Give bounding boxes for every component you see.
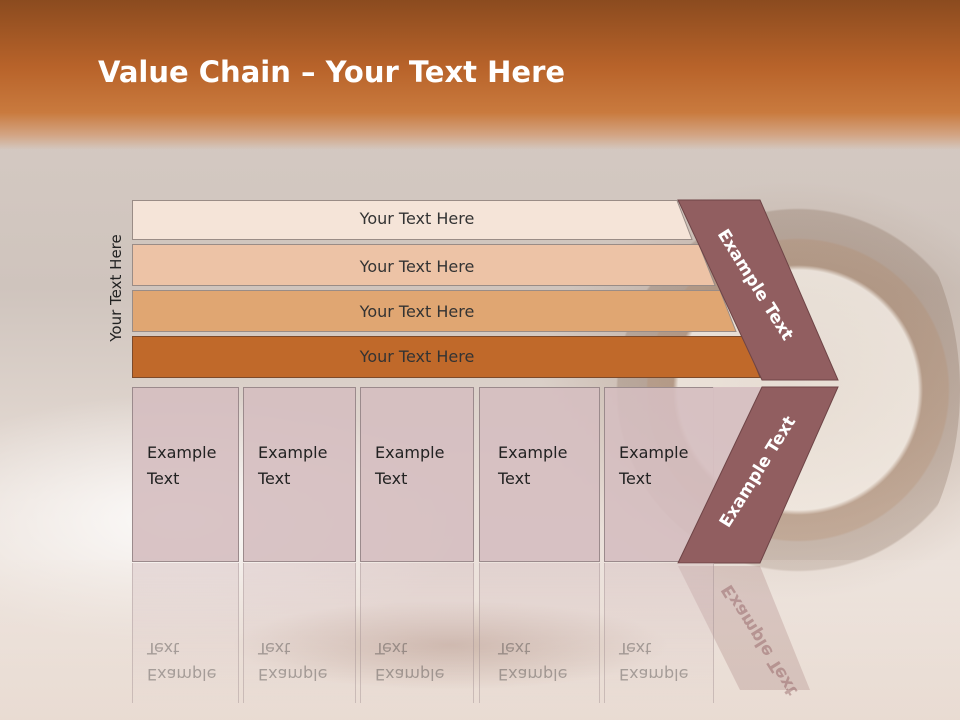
column-1-reflection: Example Text [132, 563, 239, 703]
bar-4-label: Your Text Here [359, 347, 475, 366]
column-2-reflection: Example Text [243, 563, 356, 703]
column-4-line1: Example [498, 443, 568, 462]
chevron-reflection [678, 566, 810, 690]
bar-3-label: Your Text Here [359, 302, 475, 321]
column-5-reflection-line1: Example [619, 665, 689, 684]
bar-2: Your Text Here [132, 244, 722, 286]
column-1-line1: Example [147, 443, 217, 462]
column-3-reflection-line1: Example [375, 665, 445, 684]
column-4-reflection-line1: Example [498, 665, 568, 684]
column-1-line2: Text [147, 469, 180, 488]
bar-4-shape [132, 336, 761, 378]
bar-1-label: Your Text Here [359, 209, 475, 228]
column-4-reflection: Example Text [479, 563, 600, 703]
column-3-reflection: Example Text [360, 563, 474, 703]
column-5-reflection: Example Text [604, 563, 714, 703]
column-3-line2: Text [375, 469, 408, 488]
column-2-line1: Example [258, 443, 328, 462]
column-2-reflection-line1: Example [258, 665, 328, 684]
column-5-line2: Text [619, 469, 652, 488]
background-shadow [230, 600, 670, 690]
column-2-reflection-text: Example Text [258, 635, 348, 687]
column-4-reflection-text: Example Text [498, 635, 588, 687]
column-2-reflection-line2: Text [258, 639, 291, 658]
column-2-line2: Text [258, 469, 291, 488]
bar-2-label: Your Text Here [359, 257, 475, 276]
column-5-line1: Example [619, 443, 689, 462]
column-4-reflection-line2: Text [498, 639, 531, 658]
title-bar [0, 0, 960, 150]
bar-3: Your Text Here [132, 290, 742, 332]
column-1-reflection-line2: Text [147, 639, 180, 658]
bar-4: Your Text Here [132, 336, 764, 378]
column-1-reflection-line1: Example [147, 665, 217, 684]
column-5-reflection-text: Example Text [619, 635, 709, 687]
column-3-reflection-text: Example Text [375, 635, 465, 687]
column-3-line1: Example [375, 443, 445, 462]
background-floor [0, 560, 960, 720]
title-rest: – Your Text Here [290, 55, 566, 89]
bar-3-shape [132, 290, 737, 332]
bar-1-shape [132, 200, 693, 240]
title-bold: Value Chain [98, 55, 291, 89]
column-1-reflection-text: Example Text [147, 635, 237, 687]
chevron-top [677, 199, 839, 381]
bar-1: Your Text Here [132, 200, 702, 240]
chevron-bottom [677, 386, 839, 564]
column-5-reflection-line2: Text [619, 639, 652, 658]
slide-title: Value Chain – Your Text Here [98, 55, 565, 89]
bar-2-shape [132, 244, 716, 286]
column-3-reflection-line2: Text [375, 639, 408, 658]
column-4-line2: Text [498, 469, 531, 488]
